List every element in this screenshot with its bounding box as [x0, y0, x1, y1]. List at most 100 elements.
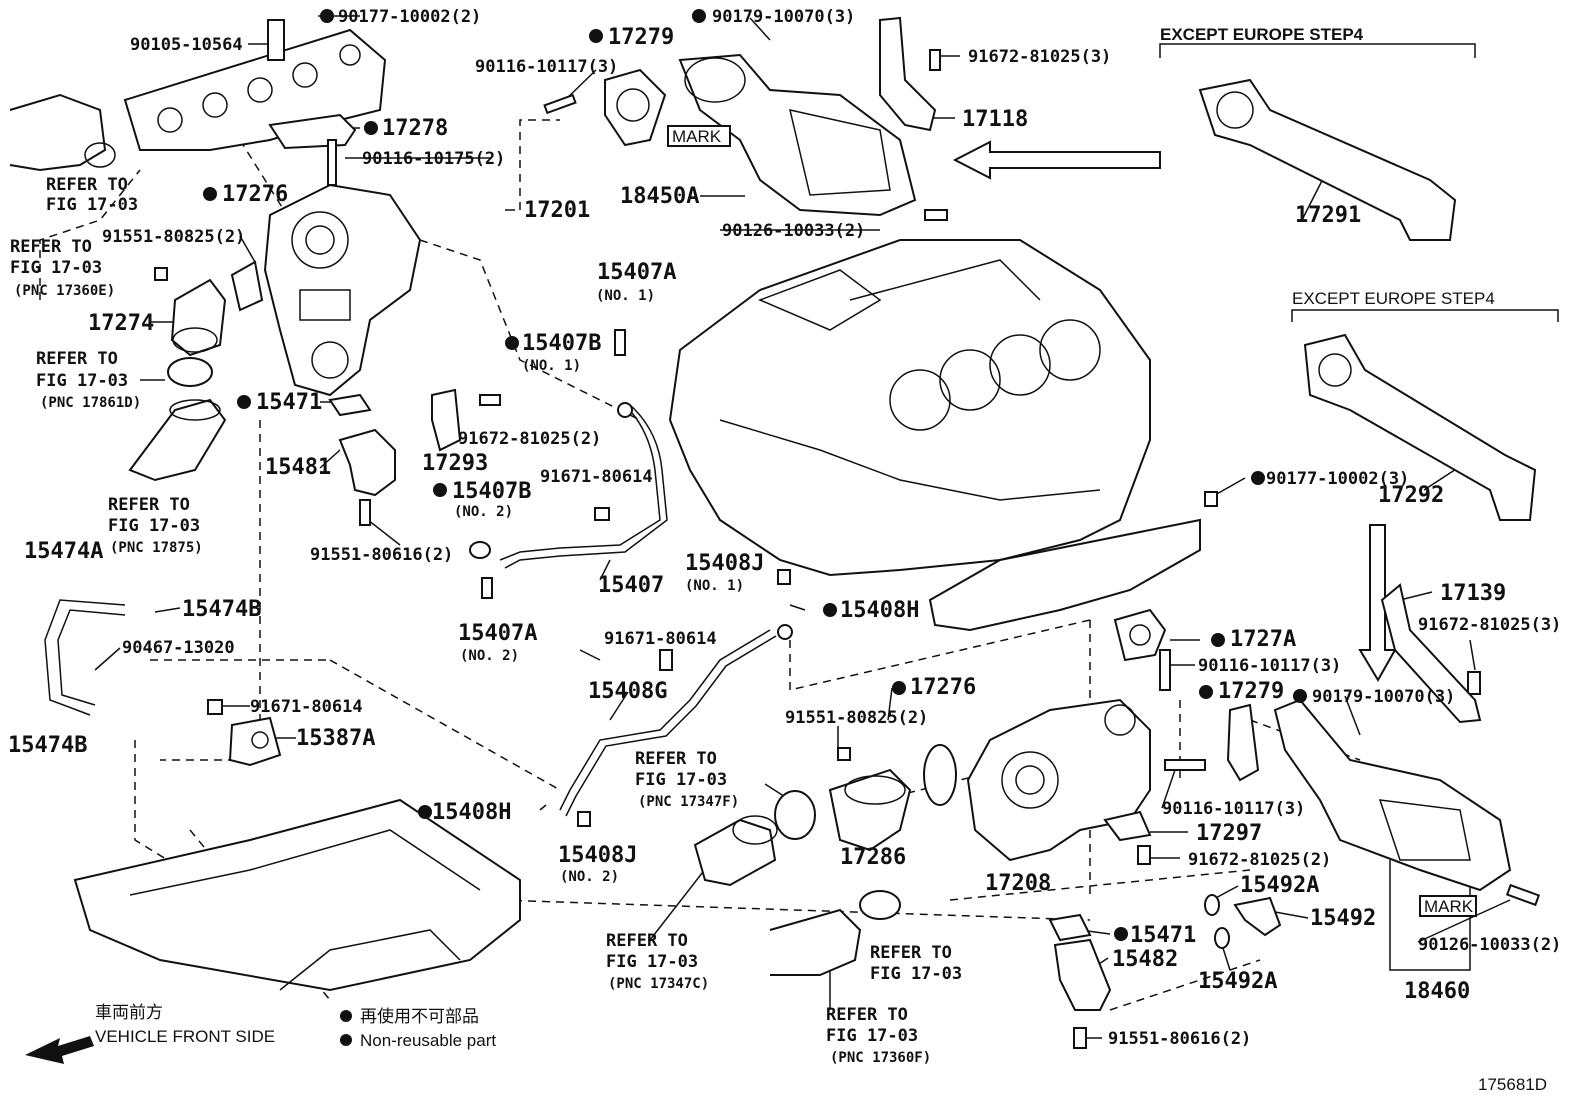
- label-p09: 90116-10175(2): [362, 149, 505, 169]
- label-p29-note: (NO. 1): [685, 578, 744, 594]
- label-p26: 90177-10002(3): [1266, 469, 1409, 489]
- part-labels: 90177-10002(2) 90105-10564 17279 90179-1…: [8, 7, 1561, 1094]
- exhaust-pipe-17291: [1198, 78, 1457, 241]
- diagram-id: 175681D: [1478, 1075, 1547, 1094]
- label-p50: 15408J: [558, 843, 637, 868]
- refer-2-line-b: FIG 17-03: [10, 258, 102, 278]
- catalytic-converter-18450A: [678, 53, 917, 217]
- refer-6-line-c: (PNC 17347C): [608, 976, 709, 992]
- refer-8-line-b: FIG 17-03: [826, 1026, 918, 1046]
- refer-5-line-b: FIG 17-03: [635, 770, 727, 790]
- label-p03: 17279: [608, 25, 674, 50]
- label-p02: 90105-10564: [130, 35, 243, 55]
- label-p40: 15408G: [588, 679, 667, 704]
- label-p59: 15482: [1112, 947, 1178, 972]
- label-p44: 91671-80614: [250, 697, 363, 717]
- label-p60: 15492A: [1198, 969, 1277, 994]
- label-p51: 90116-10117(3): [1162, 799, 1305, 819]
- label-p06: 91672-81025(3): [968, 47, 1111, 67]
- refer-5-line-a: REFER TO: [635, 749, 717, 769]
- legend-direction-jp: 車両前方: [95, 1003, 163, 1022]
- label-p01: 90177-10002(2): [338, 7, 481, 27]
- header-except-europe-1: EXCEPT EUROPE STEP4: [1160, 25, 1364, 44]
- label-p39: 90116-10117(3): [1198, 656, 1341, 676]
- label-p34-note: (NO. 2): [460, 648, 519, 664]
- refer-8-line-c: (PNC 17360F): [830, 1050, 931, 1066]
- label-p37: 91671-80614: [604, 629, 717, 649]
- label-p18-note: (NO. 1): [522, 358, 581, 374]
- refer-5-line-c: (PNC 17347F): [638, 794, 739, 810]
- label-p33: 17139: [1440, 581, 1506, 606]
- label-p19: 15471: [256, 390, 322, 415]
- label-p32: 15408H: [840, 598, 919, 623]
- label-p61: 18460: [1404, 979, 1470, 1004]
- label-p38: 1727A: [1230, 627, 1296, 652]
- refer-3-line-b: FIG 17-03: [36, 371, 128, 391]
- label-p18: 15407B: [522, 331, 601, 356]
- label-p28: 15407: [598, 573, 664, 598]
- label-p47: 91551-80825(2): [785, 708, 928, 728]
- label-p23: 15481: [265, 455, 331, 480]
- bracket-17118: [879, 16, 937, 132]
- refer-4-line-b: FIG 17-03: [108, 516, 200, 536]
- label-p15: 91551-80825(2): [102, 227, 245, 247]
- header-except-europe-2: EXCEPT EUROPE STEP4: [1292, 289, 1495, 308]
- refer-7-line-b: FIG 17-03: [870, 964, 962, 984]
- refer-6-line-b: FIG 17-03: [606, 952, 698, 972]
- label-p41: 17276: [910, 675, 976, 700]
- refer-2-line-c: (PNC 17360E): [14, 283, 115, 299]
- oil-return-pipe-15482: [1053, 938, 1112, 1011]
- label-p31: 15474B: [182, 597, 261, 622]
- label-p16: 15407A: [597, 260, 676, 285]
- label-p42: 17279: [1218, 679, 1284, 704]
- oil-pan: [73, 798, 521, 992]
- label-p27: 91551-80616(2): [310, 545, 453, 565]
- label-p12: 17201: [524, 198, 590, 223]
- label-p45: 15387A: [296, 726, 375, 751]
- part-shapes: [9, 16, 1541, 1064]
- label-p17: 17274: [88, 311, 154, 336]
- label-p10: 18450A: [620, 184, 699, 209]
- label-p05: 90116-10117(3): [475, 57, 618, 77]
- legend-direction-en: VEHICLE FRONT SIDE: [95, 1027, 275, 1046]
- label-p16-note: (NO. 1): [596, 288, 655, 304]
- refer-3-line-c: (PNC 17861D): [40, 395, 141, 411]
- catalytic-converter-18460: [1273, 698, 1512, 892]
- refer-7-line-a: REFER TO: [870, 943, 952, 963]
- label-p58: 90126-10033(2): [1418, 935, 1561, 955]
- mark-label-1: MARK: [672, 127, 722, 146]
- label-p46: 15474B: [8, 733, 87, 758]
- bracket-17293: [431, 388, 462, 452]
- label-p08: 17118: [962, 107, 1028, 132]
- label-p13: 90126-10033(2): [722, 221, 865, 241]
- label-p55: 15492A: [1240, 873, 1319, 898]
- label-p07: 17278: [382, 116, 448, 141]
- label-p29: 15408J: [685, 551, 764, 576]
- refer-3-line-a: REFER TO: [36, 349, 118, 369]
- label-p34: 15407A: [458, 621, 537, 646]
- legend-nonreusable-en: Non-reusable part: [360, 1031, 496, 1050]
- label-p11: 17276: [222, 182, 288, 207]
- label-p30: 15474A: [24, 539, 103, 564]
- engine-block: [668, 239, 1151, 577]
- exhaust-pipe-17292: [1303, 333, 1537, 521]
- non-reusable-markers: [203, 9, 1307, 1046]
- refer-1-line-b: FIG 17-03: [46, 195, 138, 215]
- refer-2-line-a: REFER TO: [10, 237, 92, 257]
- legend-nonreusable-jp: 再使用不可部品: [360, 1006, 479, 1026]
- label-p25: 91671-80614: [540, 467, 653, 487]
- label-p20: 17293: [422, 451, 488, 476]
- label-p62: 91551-80616(2): [1108, 1029, 1251, 1049]
- mark-label-2: MARK: [1424, 897, 1474, 916]
- label-p24: 15407B: [452, 479, 531, 504]
- label-p49: 17286: [840, 845, 906, 870]
- label-p24-note: (NO. 2): [454, 504, 513, 520]
- label-p21: 91672-81025(2): [458, 429, 601, 449]
- bracket-17139: [1380, 583, 1482, 724]
- label-p48: 15408H: [432, 800, 511, 825]
- label-p53: 17208: [985, 871, 1051, 896]
- oil-return-pipe-15481: [338, 428, 396, 497]
- label-p22: 17292: [1378, 483, 1444, 508]
